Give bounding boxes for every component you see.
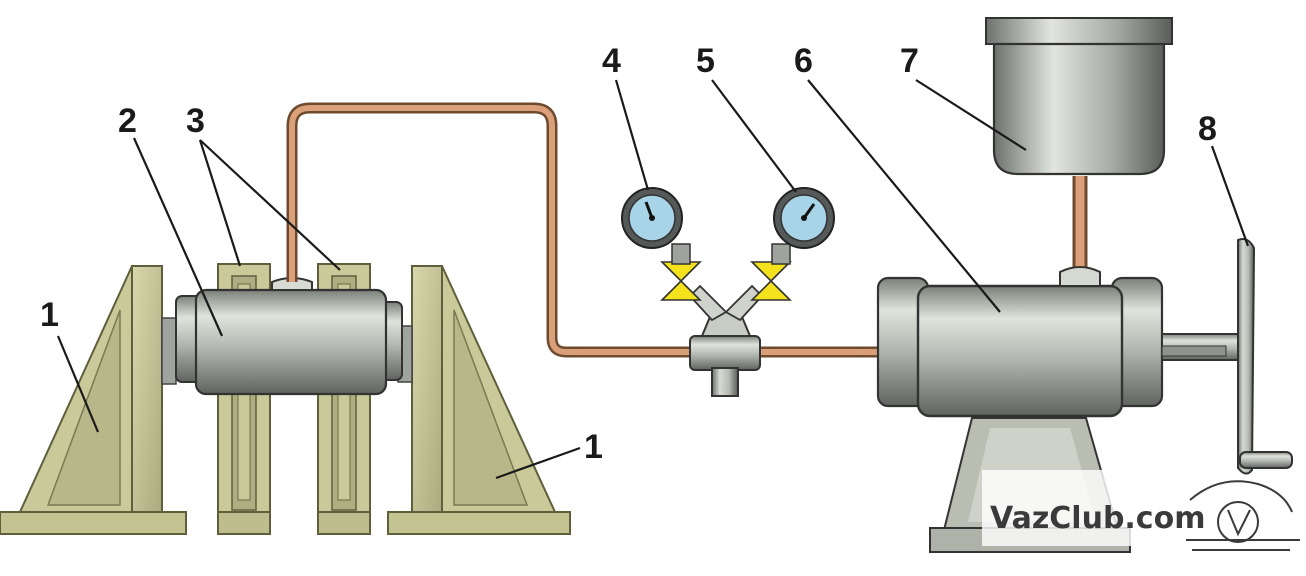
- vazclub-watermark: VazClub.com: [982, 470, 1300, 551]
- leader-6: [807, 79, 1001, 313]
- leader-7: [915, 79, 1027, 151]
- leader-1b: [495, 446, 581, 480]
- leader-5: [711, 79, 797, 193]
- right-support-bracket: [387, 265, 571, 535]
- leader-3b: [199, 139, 341, 271]
- callout-5: 5: [696, 42, 715, 80]
- pressure-gauge-right: [750, 187, 835, 301]
- leader-1a: [56, 335, 100, 433]
- tee-manifold: [688, 284, 764, 397]
- callout-6: 6: [794, 42, 813, 80]
- pressure-gauge-left: [621, 187, 702, 301]
- callout-4: 4: [602, 42, 621, 80]
- leader-4: [614, 79, 650, 191]
- callout-labels: 1 1 2 3 4 5 6 7 8: [40, 42, 1217, 466]
- watermark-text: VazClub.com: [990, 501, 1205, 536]
- leader-lines: [56, 79, 1250, 480]
- leader-2: [132, 137, 224, 337]
- callout-7: 7: [900, 42, 919, 80]
- hand-wheel: [1237, 238, 1293, 475]
- tested-cylinder: [175, 277, 403, 396]
- car-logo-icon: [1186, 480, 1300, 551]
- left-support-bracket: [0, 265, 187, 535]
- callout-1-right: 1: [584, 428, 603, 466]
- leader-8: [1210, 145, 1250, 247]
- callout-1-left: 1: [40, 296, 59, 334]
- callout-8: 8: [1198, 110, 1217, 148]
- oil-reservoir: [985, 17, 1173, 176]
- callout-3: 3: [186, 102, 205, 140]
- leader-3a: [198, 139, 242, 267]
- hydraulic-pipe: [286, 102, 1088, 358]
- callout-2: 2: [118, 102, 137, 140]
